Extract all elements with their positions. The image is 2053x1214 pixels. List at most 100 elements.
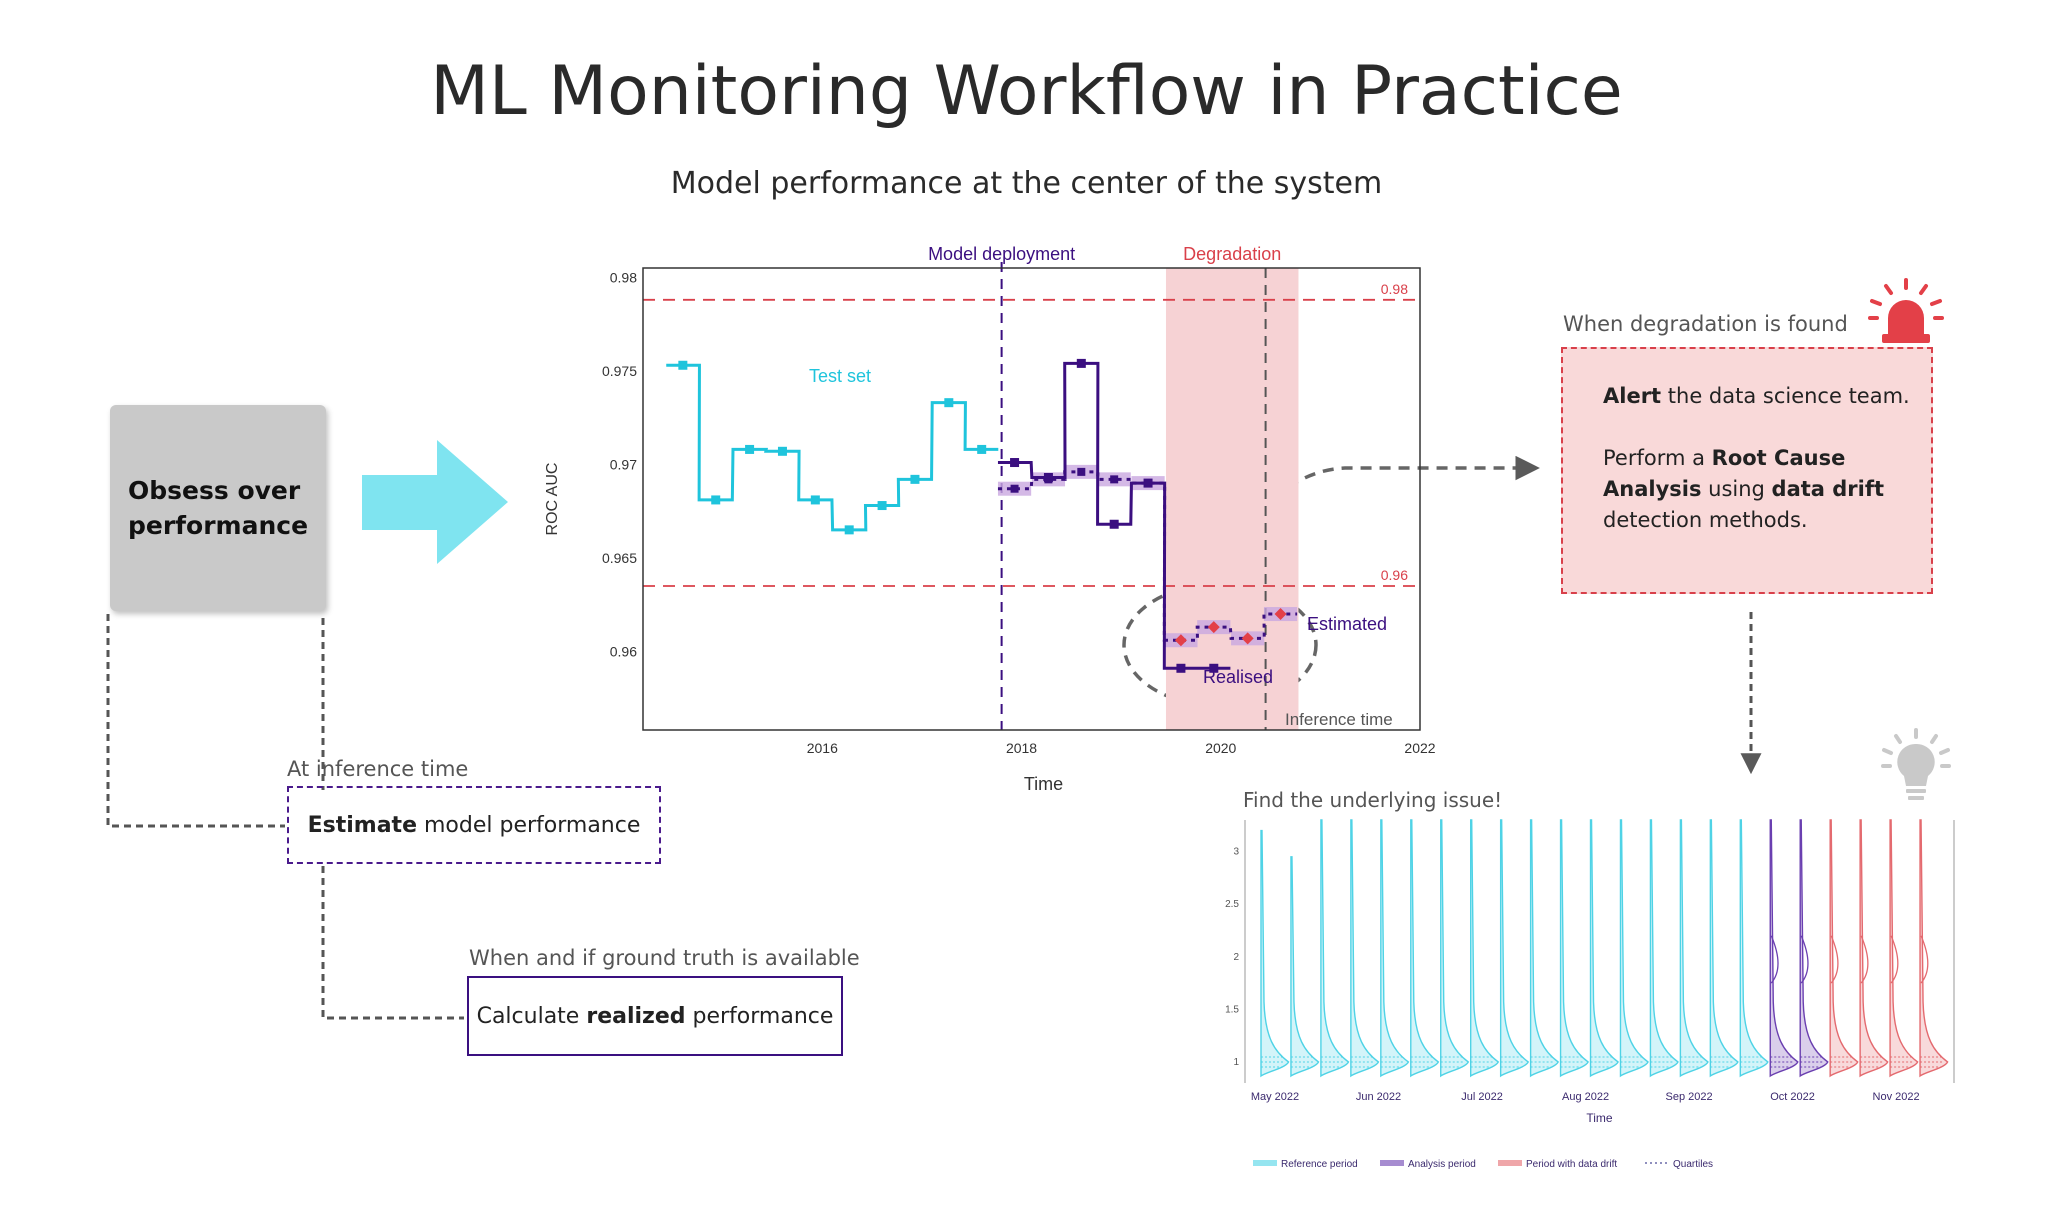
alert-p1: Alert the data science team.	[1603, 381, 1911, 412]
estimate-rest: model performance	[417, 812, 641, 838]
inference-caption: At inference time	[287, 757, 469, 781]
connector-down	[321, 866, 464, 1020]
test-set-point	[910, 474, 920, 484]
drift-x-tick: Nov 2022	[1873, 1091, 1920, 1103]
x-axis-label: Time	[1024, 774, 1063, 794]
degradation-band	[1165, 268, 1299, 730]
drift-y-tick: 1.5	[1225, 1004, 1239, 1015]
realised-label: Realised	[1203, 667, 1273, 687]
alert-p2-pre: Perform a	[1603, 446, 1712, 470]
y-tick-label: 0.965	[602, 550, 637, 566]
estimated-point	[1110, 475, 1119, 484]
estimated-alert-point	[1274, 608, 1287, 621]
alert-p2-mid: using	[1701, 477, 1772, 501]
ref-distribution	[1380, 819, 1410, 1078]
x-tick-label: 2020	[1205, 740, 1236, 756]
secondary-mode	[1770, 935, 1779, 984]
lower-threshold-label: 0.96	[1381, 567, 1408, 583]
legend-swatch	[1498, 1160, 1522, 1166]
connector-left	[106, 614, 285, 828]
obsess-label: Obsess over performance	[128, 476, 309, 540]
estimated-point	[1010, 484, 1019, 493]
ref-distribution	[1649, 819, 1679, 1078]
alert-p2-post: detection methods.	[1603, 508, 1808, 532]
realised-point	[1109, 519, 1119, 529]
ref-distribution	[1290, 856, 1320, 1078]
ref-distribution	[1350, 819, 1380, 1078]
degradation-label: Degradation	[1183, 244, 1281, 264]
alert-p2: Perform a Root Cause Analysis using data…	[1603, 443, 1911, 536]
estimated-point	[1144, 479, 1153, 488]
issue-caption: Find the underlying issue!	[1243, 788, 1503, 812]
legend-swatch	[1253, 1160, 1277, 1166]
x-tick-label: 2022	[1404, 740, 1435, 756]
drift-x-tick: Jul 2022	[1461, 1091, 1503, 1103]
estimated-label: Estimated	[1307, 614, 1387, 634]
test-set-point	[810, 495, 820, 505]
realised-point	[1209, 663, 1219, 673]
estimated-point	[1044, 475, 1053, 484]
estimated-alert-point	[1241, 632, 1254, 645]
drift-x-tick: Sep 2022	[1665, 1091, 1712, 1103]
ref-distribution	[1619, 819, 1649, 1078]
drift-x-tick: Oct 2022	[1770, 1091, 1815, 1103]
test-set-point	[745, 444, 755, 454]
realised-point	[1076, 358, 1086, 368]
drift-x-tick: Aug 2022	[1562, 1091, 1609, 1103]
y-tick-label: 0.975	[602, 363, 637, 379]
y-tick-label: 0.98	[610, 269, 637, 285]
drift-distribution	[1919, 819, 1949, 1078]
calculate-pre: Calculate	[476, 1003, 587, 1029]
calculate-box: Calculate realized performance	[467, 976, 843, 1056]
drift-distribution	[1889, 819, 1919, 1078]
y-axis-label: ROC AUC	[544, 463, 561, 536]
ref-distribution	[1679, 819, 1709, 1078]
x-tick-label: 2018	[1006, 740, 1037, 756]
y-tick-label: 0.97	[610, 456, 637, 472]
obsess-box: Obsess over performance	[110, 405, 326, 611]
legend-swatch	[1380, 1160, 1404, 1166]
right-arrow-icon	[362, 440, 508, 564]
drift-distribution	[1859, 819, 1889, 1078]
page-subtitle: Model performance at the center of the s…	[670, 166, 1383, 201]
ref-distribution	[1470, 819, 1500, 1078]
test-set-point	[977, 444, 987, 454]
test-set-label: Test set	[809, 366, 871, 386]
test-set-point	[944, 398, 954, 408]
test-set-point	[711, 495, 721, 505]
ref-distribution	[1559, 819, 1590, 1078]
ground-truth-caption: When and if ground truth is available	[469, 946, 860, 970]
drift-x-tick: May 2022	[1251, 1091, 1299, 1103]
test-set-point	[877, 501, 887, 511]
secondary-mode	[1860, 935, 1869, 984]
ref-distribution	[1440, 819, 1470, 1078]
ref-distribution	[1320, 819, 1350, 1078]
realised-point	[1010, 458, 1020, 468]
analysis-distribution	[1799, 819, 1829, 1078]
drift-x-axis-label: Time	[1586, 1111, 1613, 1125]
alert-caption: When degradation is found	[1563, 312, 1848, 336]
estimate-box: Estimate model performance	[287, 786, 661, 864]
ref-distribution	[1709, 819, 1739, 1078]
drift-x-tick: Jun 2022	[1356, 1091, 1401, 1103]
estimate-bold: Estimate	[307, 812, 417, 838]
analysis-distribution	[1769, 819, 1799, 1078]
x-tick-label: 2016	[807, 740, 838, 756]
test-set-point	[678, 360, 688, 370]
estimated-alert-point	[1207, 621, 1220, 634]
siren-icon	[1868, 278, 1944, 343]
realised-point	[1176, 663, 1186, 673]
plot-frame	[642, 267, 1421, 731]
inference-time-label: Inference time	[1285, 710, 1393, 729]
calculate-bold: realized	[586, 1003, 686, 1029]
alert-p1-rest: the data science team.	[1661, 384, 1910, 408]
ref-distribution	[1739, 819, 1769, 1078]
legend-label: Analysis period	[1408, 1159, 1476, 1170]
test-set-point	[844, 525, 854, 535]
legend-label: Period with data drift	[1526, 1159, 1617, 1170]
root-cause-bold: Root Cause Analysis	[1603, 446, 1846, 501]
upper-threshold-label: 0.98	[1381, 281, 1408, 297]
drift-distribution	[1829, 819, 1859, 1078]
calculate-post: performance	[685, 1003, 834, 1029]
